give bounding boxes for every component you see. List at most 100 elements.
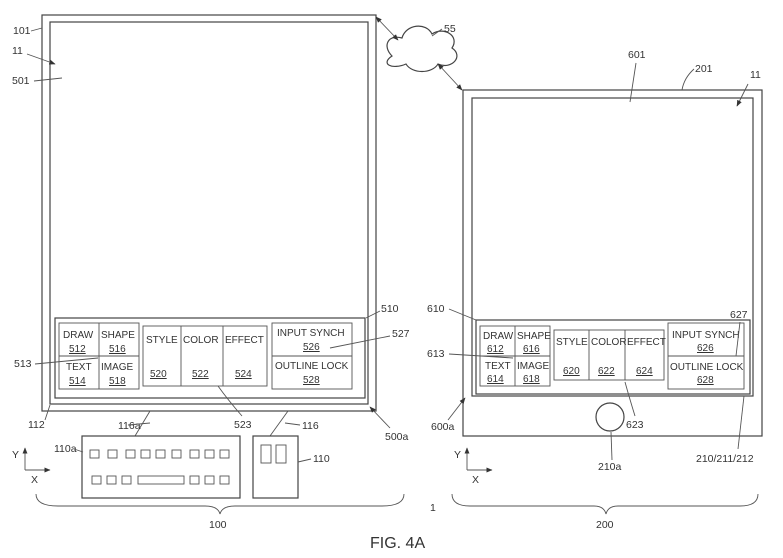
device-b-effect-label[interactable]: EFFECT [627, 337, 666, 348]
leader-210a [610, 431, 613, 461]
leader-116 [284, 422, 301, 426]
keyboard [81, 435, 241, 499]
device-a-canvas-label: 501 [12, 75, 30, 87]
device-a-shape-num: 516 [109, 344, 126, 355]
device-a-toolbar-label: 510 [381, 303, 399, 315]
figure-caption: FIG. 4A [370, 535, 425, 552]
mouse-button-right [275, 444, 287, 464]
device-a-text-label[interactable]: TEXT [66, 362, 92, 373]
leader-600a [447, 397, 466, 421]
device-a-mouse-link-label: 116 [302, 420, 319, 432]
device-a-tool-block-basic [58, 322, 140, 390]
device-a-tool-block-format [142, 325, 268, 387]
device-b-outline-lock-label[interactable]: OUTLINE LOCK [670, 362, 744, 373]
device-a-mouse-label: 110 [313, 453, 330, 465]
device-b-text-num: 614 [487, 374, 504, 385]
device-a-corner-label: 500a [385, 431, 409, 443]
leader-523 [217, 385, 243, 417]
leader-510 [365, 310, 381, 319]
device-b-color-label[interactable]: COLOR [591, 337, 627, 348]
leader-513 [34, 357, 99, 365]
device-a-input-synch-num: 526 [303, 342, 320, 353]
device-b-tool-block-synch [667, 322, 745, 390]
device-a-shape-label[interactable]: SHAPE [101, 330, 135, 341]
device-a-outer-frame [41, 14, 377, 412]
device-a-brace [35, 493, 405, 515]
leader-627 [735, 321, 741, 357]
leader-527 [329, 335, 391, 349]
leader-110 [297, 458, 312, 463]
leader-101 [30, 27, 43, 32]
device-a-group-label: 100 [209, 519, 227, 531]
device-a-image-num: 518 [109, 376, 126, 387]
device-a-input-synch-label[interactable]: INPUT SYNCH [277, 328, 345, 339]
leader-116a [127, 422, 151, 426]
device-b-effect-num: 624 [636, 366, 653, 377]
network-cloud-icon [386, 25, 458, 73]
device-b-screen-label: 601 [628, 49, 646, 61]
device-b-outer-label: 201 [695, 63, 713, 75]
device-a-color-label[interactable]: COLOR [183, 335, 219, 346]
leader-11-b [736, 83, 749, 107]
leader-210-211-212 [737, 395, 745, 450]
device-a-outline-lock-label[interactable]: OUTLINE LOCK [275, 361, 349, 372]
device-b-toolbar [475, 319, 751, 395]
leader-500a [369, 406, 391, 429]
device-b-draw-label[interactable]: DRAW [483, 331, 514, 342]
device-b-image-label[interactable]: IMAGE [517, 361, 550, 372]
device-a-style-label[interactable]: STYLE [146, 335, 178, 346]
device-a-image-label[interactable]: IMAGE [101, 362, 134, 373]
leader-501 [33, 77, 63, 82]
device-b-input-synch-label[interactable]: INPUT SYNCH [672, 330, 740, 341]
leader-112 [44, 404, 51, 421]
device-b-text-label[interactable]: TEXT [485, 361, 511, 372]
device-b-shape-num: 616 [523, 344, 540, 355]
device-a-screen-label: 11 [12, 45, 23, 57]
device-a-effect-num: 524 [235, 369, 252, 380]
device-b-toolbar-arrow-label: 613 [427, 348, 445, 360]
device-a-toolbar [54, 317, 366, 399]
keyboard-spacebar [137, 475, 185, 485]
device-a-border-label: 112 [28, 419, 45, 431]
device-a-draw-label[interactable]: DRAW [63, 330, 94, 341]
device-a-tool-block-synch [271, 322, 353, 390]
device-b-style-label[interactable]: STYLE [556, 337, 588, 348]
mouse-link-line [269, 410, 289, 437]
leader-55 [431, 28, 443, 37]
device-b-toolbar-label: 610 [427, 303, 445, 315]
leader-11-a [26, 53, 56, 65]
link-arrow-b [437, 63, 463, 91]
leader-623 [624, 381, 636, 417]
device-b-home-button[interactable] [595, 402, 625, 432]
leader-610 [448, 308, 477, 321]
device-a-outer-label: 101 [13, 25, 31, 37]
device-b-shape-label[interactable]: SHAPE [517, 331, 551, 342]
device-b-palette-arrow-label: 623 [626, 419, 644, 431]
device-a-text-num: 514 [69, 376, 86, 387]
device-b-corner-bottom-label: 600a [431, 421, 455, 433]
device-a-screen-frame [49, 21, 369, 405]
device-a-outline-lock-num: 528 [303, 375, 320, 386]
device-a-palette-arrow-label: 523 [234, 419, 252, 431]
device-b-image-num: 618 [523, 374, 540, 385]
leader-201 [681, 68, 695, 91]
device-a-keyboard-link-label: 116a [118, 420, 141, 432]
device-a-color-num: 522 [192, 369, 209, 380]
network-label: 55 [444, 23, 456, 35]
device-b-color-num: 622 [598, 366, 615, 377]
device-b-screen-frame [471, 97, 754, 397]
device-b-group-label: 200 [596, 519, 614, 531]
device-a-draw-num: 512 [69, 344, 86, 355]
device-a-effect-label[interactable]: EFFECT [225, 335, 264, 346]
device-b-draw-num: 612 [487, 344, 504, 355]
leader-613 [448, 353, 514, 359]
mouse-button-left [260, 444, 272, 464]
device-b-corner-label: 11 [750, 69, 761, 81]
device-b-button-label: 210a [598, 461, 622, 473]
keyboard-keys [89, 449, 230, 485]
device-b-frame-label: 210/211/212 [696, 453, 754, 465]
device-b-style-num: 620 [563, 366, 580, 377]
stray-mark: 1 [430, 502, 436, 514]
device-a-toolbar-arrow-label: 513 [14, 358, 32, 370]
